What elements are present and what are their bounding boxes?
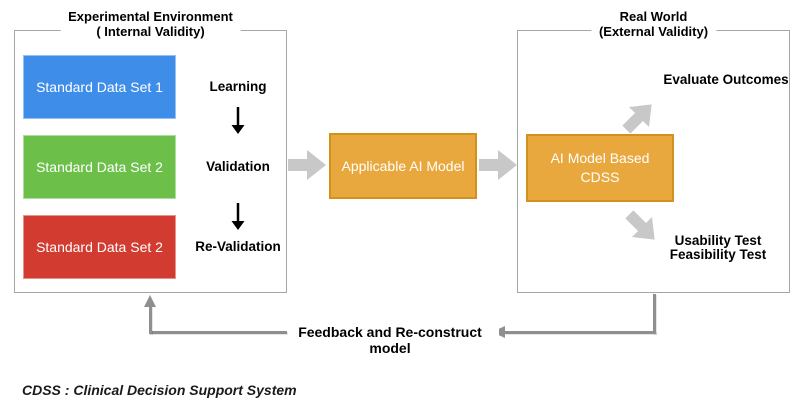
flow-right-arrow-icon [288, 148, 326, 187]
feedback-line-vertical-left [149, 306, 152, 334]
applicable-ai-model-label: Applicable AI Model [341, 157, 465, 174]
re-validation-stage-label: Re-Validation [195, 239, 281, 254]
feedback-line-vertical-right [653, 294, 656, 334]
standard-data-set-3-box: Standard Data Set 2 [23, 215, 176, 279]
usability-test-label: Usability Test [674, 233, 762, 248]
down-right-arrow-icon [617, 202, 666, 251]
real-world-panel: Real World (External Validity) Evaluate … [517, 9, 793, 293]
cdss-box-label-line2: CDSS [580, 169, 620, 185]
feedback-label: Feedback and Re-construct model [281, 324, 499, 356]
experimental-environment-panel: Experimental Environment ( Internal Vali… [14, 9, 287, 293]
feedback-arrowhead-up-icon [144, 295, 156, 307]
flow-right-arrow-icon [479, 148, 517, 187]
applicable-ai-model-box: Applicable AI Model [329, 133, 477, 199]
standard-data-set-1-box: Standard Data Set 1 [23, 55, 176, 119]
down-arrow-icon [231, 107, 245, 139]
standard-data-set-2-label: Standard Data Set 2 [36, 159, 163, 175]
ai-model-based-cdss-box: AI Model Based CDSS [526, 134, 674, 202]
real-world-panel-title-line1: Real World [619, 9, 688, 24]
feasibility-test-label: Feasibility Test [669, 247, 767, 262]
real-world-panel-title: Real World (External Validity) [590, 9, 717, 39]
real-world-panel-title-line2: (External Validity) [598, 24, 709, 39]
cdss-footnote: CDSS : Clinical Decision Support System [22, 382, 297, 398]
down-arrow-icon [231, 203, 245, 235]
standard-data-set-2-box: Standard Data Set 2 [23, 135, 176, 199]
experimental-panel-title-line1: Experimental Environment [68, 9, 233, 24]
usability-feasibility-label: Usability Test Feasibility Test [643, 234, 793, 262]
cdss-box-label-line1: AI Model Based [550, 150, 650, 166]
validation-stage-label: Validation [206, 159, 270, 174]
experimental-panel-title: Experimental Environment ( Internal Vali… [60, 9, 241, 39]
evaluate-outcomes-label: Evaluate Outcomes [663, 72, 789, 87]
learning-stage-label: Learning [209, 79, 267, 94]
feedback-line-horizontal-right [505, 331, 656, 334]
standard-data-set-1-label: Standard Data Set 1 [36, 79, 163, 95]
up-right-arrow-icon [614, 92, 663, 141]
experimental-panel-title-line2: ( Internal Validity) [96, 24, 205, 39]
standard-data-set-3-label: Standard Data Set 2 [36, 239, 163, 255]
feedback-line-horizontal-left [149, 331, 287, 334]
